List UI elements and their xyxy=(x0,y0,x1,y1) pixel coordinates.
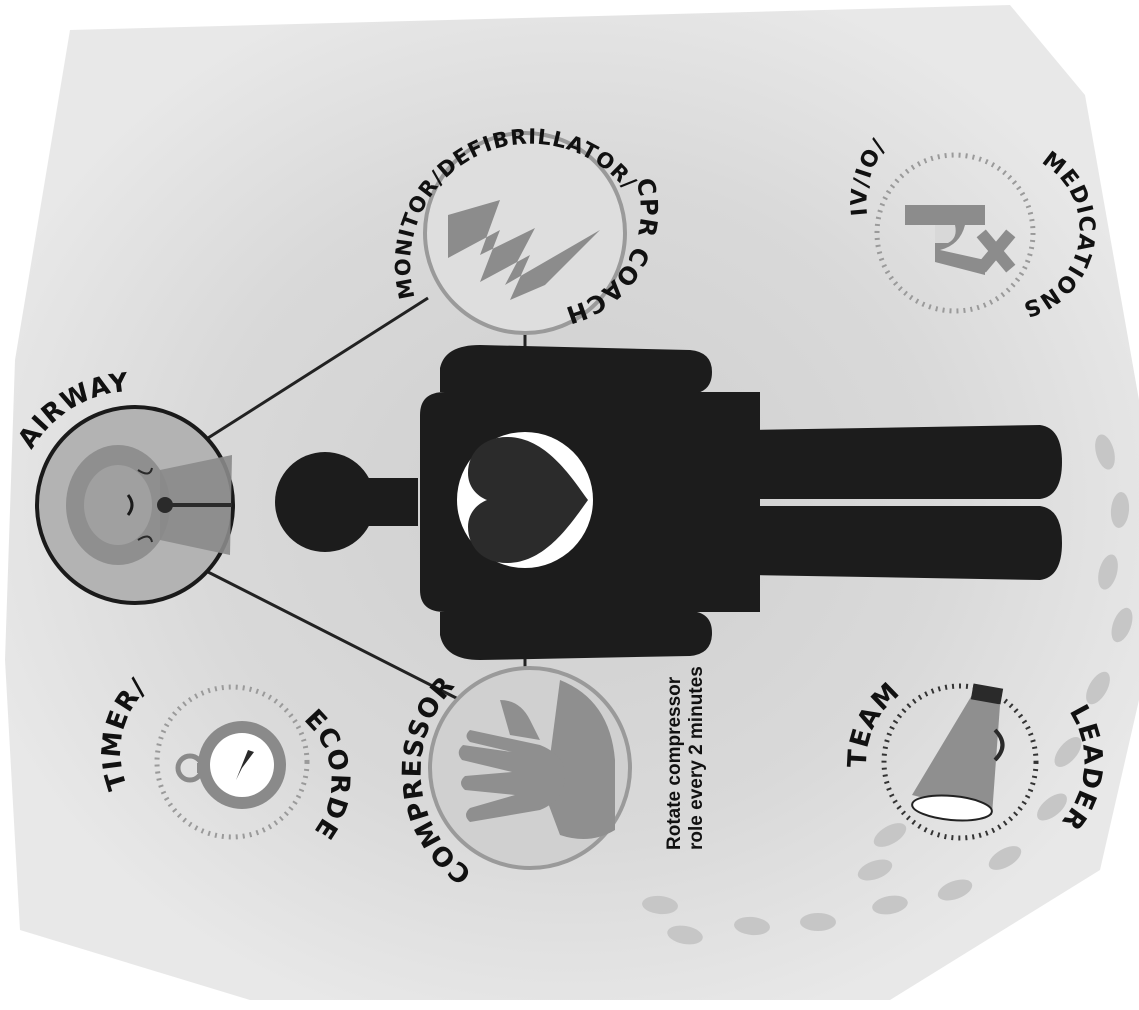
footprints-trail xyxy=(642,434,1133,945)
face-icon xyxy=(66,445,232,565)
compressor-role: COMPRESSOR xyxy=(398,666,632,890)
note-line1: Rotate compressor xyxy=(664,676,685,850)
hands-icon xyxy=(458,680,615,839)
heart-icon xyxy=(457,432,593,568)
airway-role: AIRWAY xyxy=(12,368,235,605)
rotate-compressor-note: Rotate compressor role every 2 minutes xyxy=(664,666,707,850)
patient-head xyxy=(275,452,375,552)
megaphone-icon xyxy=(911,683,1005,822)
rx-icon xyxy=(905,205,1016,275)
lightning-bolt-icon xyxy=(448,200,600,300)
patient-arm-top xyxy=(440,345,712,394)
stopwatch-icon xyxy=(175,721,286,809)
patient-arm-bottom xyxy=(440,611,712,660)
patient-leg-top xyxy=(750,425,1062,499)
note-line2: role every 2 minutes xyxy=(686,666,707,850)
patient-leg-bottom xyxy=(750,506,1062,580)
